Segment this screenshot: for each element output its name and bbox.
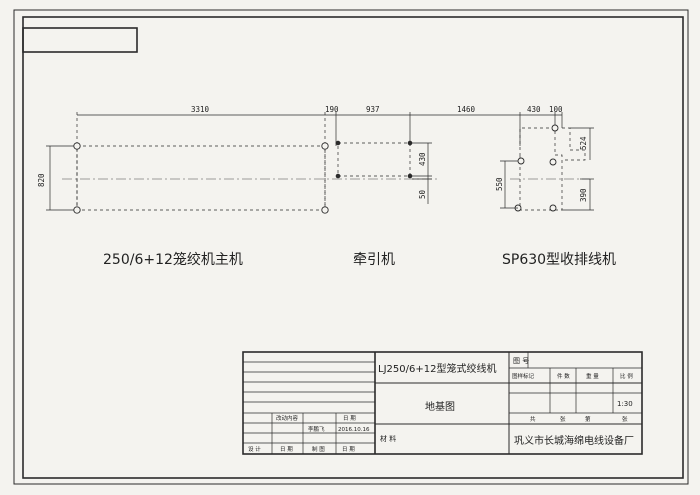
tb-design-label: 设 计 (248, 445, 261, 453)
tb-qty-label: 件 数 (557, 372, 570, 380)
dim-550-text: 550 (495, 177, 504, 191)
tb-mark-label: 图样标记 (512, 372, 535, 380)
tb-material-label: 材 料 (380, 434, 396, 443)
tb-sheet-label: 张 (560, 415, 566, 423)
tb-draw-label: 制 图 (312, 445, 325, 453)
label-takeup: SP630型收排线机 (502, 252, 616, 268)
anchor-hole (549, 204, 557, 212)
tb-design-date: 2016.10.16 (338, 427, 370, 433)
dim-main-width (46, 145, 74, 211)
anchor-hole (551, 124, 559, 132)
dim-1460-text: 1460 (457, 105, 476, 114)
tb-date-label: 日 期 (343, 415, 356, 422)
tb-total-label: 共 (530, 415, 536, 423)
main-machine-outline (62, 112, 440, 214)
dim-430-text: 430 (527, 105, 541, 114)
sheet-border (13, 9, 689, 485)
dim-820-text: 820 (37, 173, 46, 187)
label-traction: 牵引机 (353, 252, 395, 268)
anchor-hole (335, 173, 341, 179)
tb-drawing-no-label: 图 号 (513, 357, 529, 365)
tb-date-label3: 日 期 (342, 446, 355, 453)
tb-drawing-name: 地基图 (425, 400, 455, 413)
dim-390-text: 390 (579, 188, 588, 202)
anchor-hole (321, 206, 329, 214)
anchor-hole (517, 157, 525, 165)
anchor-hole (73, 142, 81, 150)
traction-outline (335, 140, 432, 204)
tb-scale-value: 1:30 (617, 400, 633, 408)
tb-scale-label: 比 例 (620, 372, 633, 380)
dim-100-text: 100 (549, 105, 563, 114)
tb-sheet-no-unit: 张 (622, 415, 628, 423)
frame-border (22, 16, 684, 479)
tb-product: LJ250/6+12型笼式绞线机 (378, 362, 496, 375)
dim-524-text: 524 (579, 136, 588, 150)
label-main-machine: 250/6+12笼绞机主机 (103, 251, 243, 268)
tb-rev-content: 改动内容 (276, 414, 299, 422)
tb-company: 巩义市长城海绵电线设备厂 (514, 434, 634, 447)
tb-date-label2: 日 期 (280, 446, 293, 453)
code-box (22, 27, 138, 53)
dim-3310-text: 3310 (191, 105, 210, 114)
dim-190-text: 190 (325, 105, 339, 114)
anchor-hole (549, 158, 557, 166)
dim-937-text: 937 (366, 105, 380, 114)
anchor-hole (335, 140, 341, 146)
tb-weight-label: 重 量 (586, 372, 599, 380)
anchor-hole (73, 206, 81, 214)
anchor-hole (321, 142, 329, 150)
takeup-outline (500, 124, 594, 212)
tb-designer-name: 李鹏飞 (308, 425, 325, 433)
dim-top-line (77, 112, 563, 146)
tb-sheet-no-label: 第 (585, 415, 591, 423)
dim-traction-430-text: 430 (418, 152, 427, 166)
title-block (242, 351, 643, 455)
dim-traction-50-text: 50 (418, 189, 427, 199)
